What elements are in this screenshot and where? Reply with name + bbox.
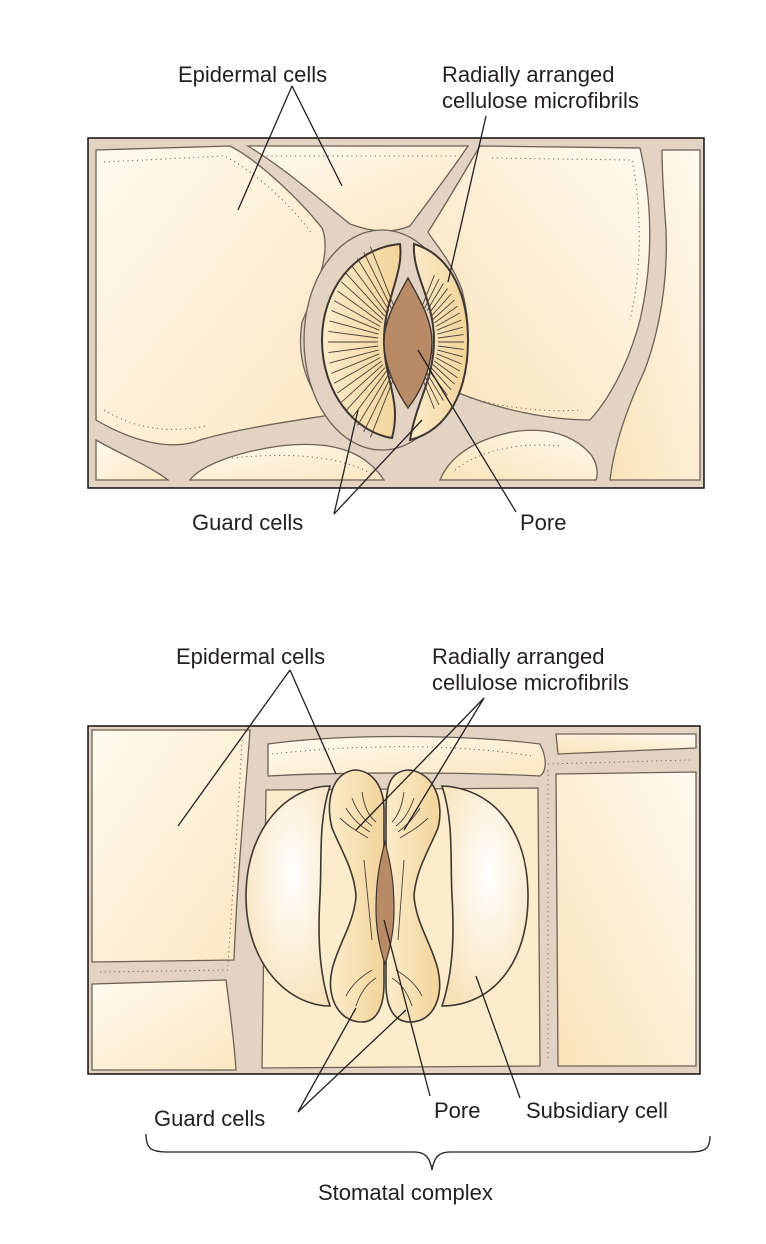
- bottom-subsidiary-cell-right: [440, 785, 529, 1007]
- top-epidermal-cell-bottom-mid: [188, 443, 386, 481]
- microfibril: [369, 246, 395, 307]
- microfibril: [363, 251, 392, 309]
- top-leader-lines: [237, 85, 517, 515]
- top-microfibrils: [328, 246, 464, 438]
- top-epidermal-cell-far-right: [609, 149, 701, 481]
- bottom-label-complex: Stomatal complex: [318, 1180, 493, 1205]
- microfibril: [331, 353, 380, 374]
- top-label-guard: Guard cells: [192, 510, 303, 535]
- microfibril: [428, 288, 448, 314]
- top-diagram: Epidermal cells Radially arranged cellul…: [87, 62, 705, 535]
- top-epidermal-cell-right: [427, 145, 651, 421]
- microfibril: [328, 330, 379, 339]
- microfibril: [345, 367, 386, 411]
- bottom-epidermal-cell-top-right: [555, 733, 697, 755]
- microfibril: [430, 293, 452, 317]
- bottom-label-guard: Guard cells: [154, 1106, 265, 1131]
- microfibril: [357, 258, 390, 311]
- microfibril: [333, 300, 381, 327]
- bottom-frame: [87, 725, 701, 1075]
- microfibril: [432, 299, 455, 320]
- microfibril: [351, 265, 388, 314]
- microfibril: [421, 275, 435, 307]
- microfibril: [337, 290, 382, 324]
- bottom-epidermal-cell-bottom-left: [91, 979, 237, 1071]
- bottom-guard-cell-right: [385, 769, 441, 1023]
- top-pore: [383, 276, 433, 410]
- bottom-epidermal-cell-right: [555, 771, 697, 1067]
- bottom-microfibrils: [339, 791, 429, 1007]
- top-epidermal-cell-bottom-left: [95, 438, 170, 481]
- bottom-epidermal-cell-left: [91, 729, 251, 963]
- microfibril: [331, 310, 380, 331]
- microfibril: [437, 334, 464, 339]
- bottom-label-epidermal: Epidermal cells: [176, 644, 325, 669]
- microfibril: [430, 367, 452, 391]
- microfibril: [426, 373, 444, 401]
- top-frame: [87, 137, 705, 489]
- microfibril: [328, 345, 379, 354]
- top-epidermal-cell-left: [95, 145, 332, 446]
- microfibril: [329, 320, 379, 335]
- microfibril: [357, 373, 390, 426]
- bottom-leader-lines: [177, 669, 521, 1113]
- stomatal-complex-brace: [145, 1133, 711, 1171]
- microfibril: [369, 377, 395, 438]
- microfibril: [437, 326, 464, 335]
- microfibril: [434, 360, 458, 379]
- microfibril: [437, 345, 464, 350]
- bottom-label-pore: Pore: [434, 1098, 480, 1123]
- microfibril: [345, 273, 386, 317]
- microfibril: [341, 364, 384, 403]
- microfibril: [437, 349, 464, 358]
- microfibril: [337, 360, 382, 394]
- microfibril: [436, 353, 462, 365]
- bottom-diagram: Epidermal cells Radially arranged cellul…: [87, 644, 711, 1205]
- microfibril: [436, 319, 462, 331]
- bottom-pore: [375, 839, 395, 966]
- top-label-microfibrils-line1: Radially arranged: [442, 62, 614, 87]
- microfibril: [426, 283, 444, 311]
- microfibril: [363, 375, 392, 433]
- microfibril: [434, 305, 458, 324]
- top-label-pore: Pore: [520, 510, 566, 535]
- top-epidermal-cell-bottom-right: [439, 429, 598, 481]
- microfibril: [333, 357, 381, 384]
- microfibril: [421, 377, 435, 409]
- microfibril: [424, 375, 440, 406]
- microfibril: [435, 312, 460, 327]
- microfibril: [329, 349, 379, 364]
- bottom-subsidiary-cell-left: [245, 785, 332, 1007]
- bottom-label-subsidiary: Subsidiary cell: [526, 1098, 668, 1123]
- microfibril: [424, 278, 440, 309]
- top-label-epidermal: Epidermal cells: [178, 62, 327, 87]
- bottom-label-microfibrils-line2: cellulose microfibrils: [432, 670, 629, 695]
- microfibril: [435, 357, 460, 372]
- microfibril: [341, 281, 384, 320]
- bottom-label-microfibrils-line1: Radially arranged: [432, 644, 604, 669]
- top-label-microfibrils-line2: cellulose microfibrils: [442, 88, 639, 113]
- microfibril: [432, 364, 455, 385]
